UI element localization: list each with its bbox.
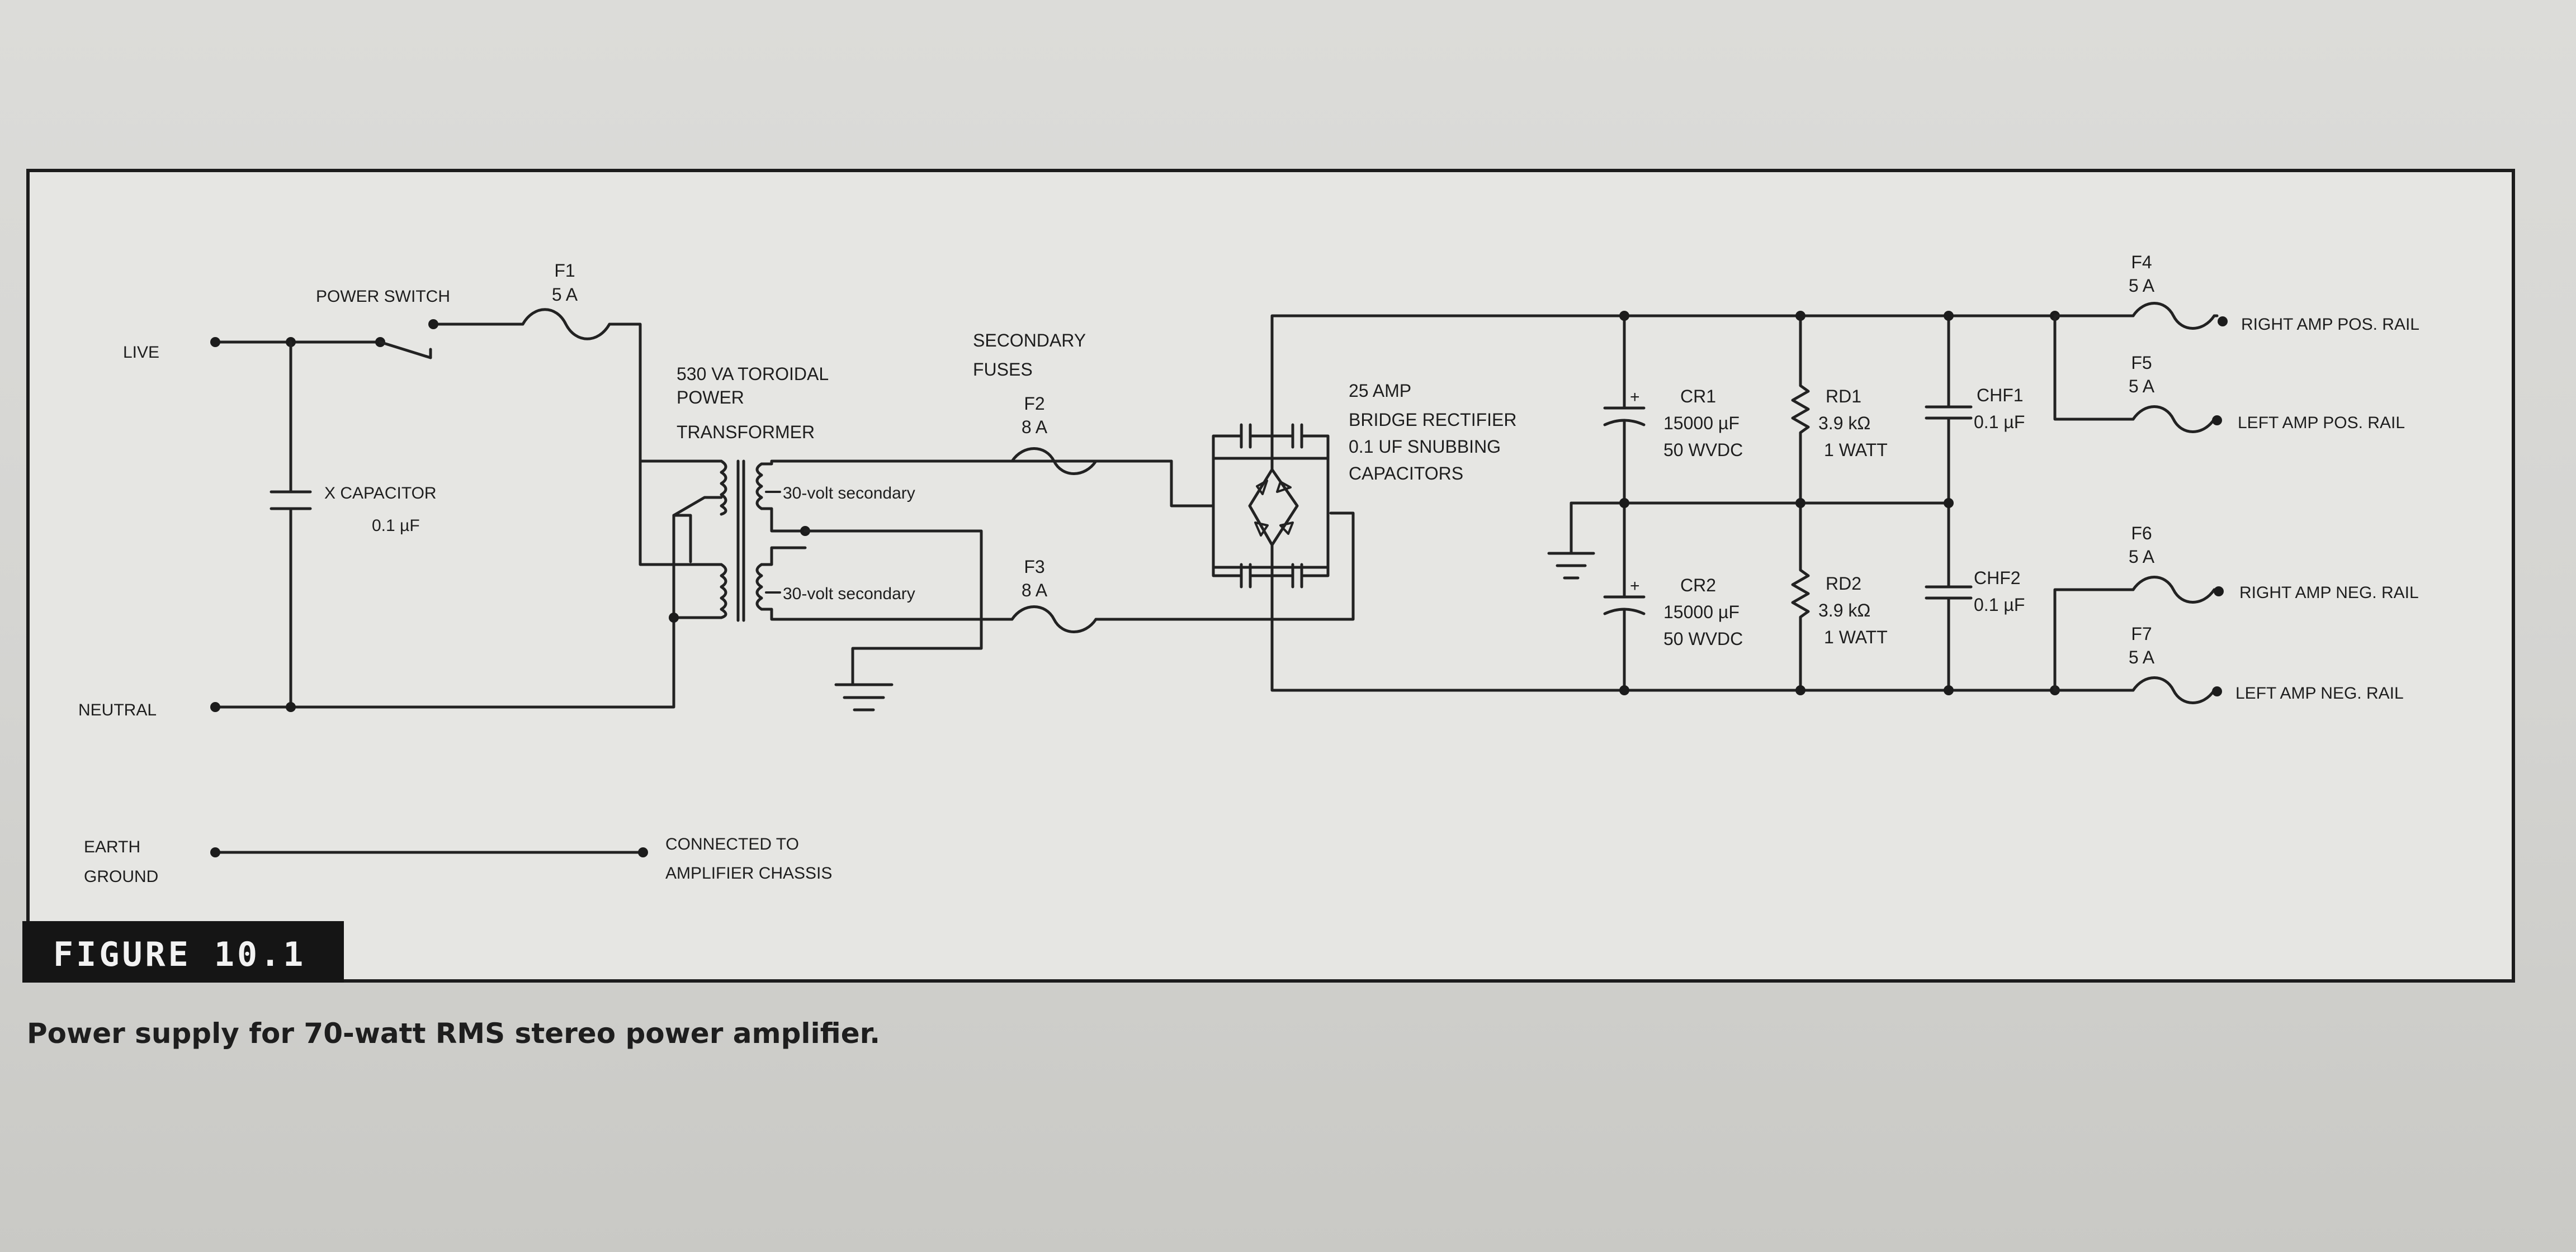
figure-label: FIGURE 10.1 bbox=[53, 935, 306, 974]
rd1-value: 3.9 kΩ bbox=[1818, 413, 1870, 433]
transformer-secondary: 30-volt secondary 30-volt secondary bbox=[755, 459, 1173, 686]
earth-note-1: CONNECTED TO bbox=[665, 835, 799, 853]
earth-label-1: EARTH bbox=[84, 838, 140, 856]
chf1-value: 0.1 µF bbox=[1974, 412, 2025, 432]
cr1-value: 15000 µF bbox=[1663, 413, 1740, 433]
fuse-f4: F4 5 A RIGHT AMP POS. RAIL bbox=[2053, 252, 2419, 334]
ground-symbol-secondary bbox=[834, 683, 894, 712]
fuse-f3: F3 8 A bbox=[1010, 557, 1098, 633]
fuse-f4-name: F4 bbox=[2131, 252, 2152, 272]
earth-ground: EARTH GROUND CONNECTED TO AMPLIFIER CHAS… bbox=[84, 835, 832, 886]
rail-right-neg-label: RIGHT AMP NEG. RAIL bbox=[2239, 584, 2419, 602]
fuse-f2-rating: 8 A bbox=[1022, 417, 1048, 437]
figure-label-box bbox=[22, 921, 344, 983]
chf1-name: CHF1 bbox=[1977, 385, 2024, 405]
cr1-name: CR1 bbox=[1680, 386, 1716, 406]
cr1-rating: 50 WVDC bbox=[1663, 440, 1743, 460]
fuse-f1: F1 5 A bbox=[521, 260, 611, 340]
output-rails: F4 5 A RIGHT AMP POS. RAIL F5 5 A LEFT A… bbox=[2053, 252, 2419, 704]
capacitor-chf1: CHF1 0.1 µF bbox=[1925, 314, 2025, 505]
fuse-f3-rating: 8 A bbox=[1022, 580, 1048, 600]
svg-text:+: + bbox=[1630, 388, 1640, 406]
rd2-value: 3.9 kΩ bbox=[1818, 600, 1870, 620]
power-switch-label: POWER SWITCH bbox=[316, 287, 450, 306]
fuse-f4-rating: 5 A bbox=[2129, 276, 2155, 296]
resistor-rd2: RD2 3.9 kΩ 1 WATT bbox=[1791, 501, 1888, 692]
capacitor-cr2: + CR2 15000 µF 50 WVDC bbox=[1603, 501, 1743, 692]
fuse-f7-rating: 5 A bbox=[2129, 647, 2155, 667]
fuse-f1-rating: 5 A bbox=[552, 284, 578, 305]
resistor-rd1: RD1 3.9 kΩ 1 WATT bbox=[1791, 314, 1888, 505]
transformer-primary bbox=[639, 459, 727, 623]
x-capacitor: X CAPACITOR 0.1 µF bbox=[270, 340, 437, 709]
rail-left-neg-label: LEFT AMP NEG. RAIL bbox=[2235, 684, 2404, 703]
fuse-f2: F2 8 A bbox=[1010, 393, 1098, 475]
capacitor-cr1: + CR1 15000 µF 50 WVDC bbox=[1603, 314, 1743, 505]
fuse-f6-rating: 5 A bbox=[2129, 547, 2155, 567]
chf2-name: CHF2 bbox=[1974, 568, 2021, 588]
fuse-f6: F6 5 A RIGHT AMP NEG. RAIL bbox=[2053, 523, 2419, 692]
filter-section: + CR1 15000 µF 50 WVDC + CR2 15000 µF 50… bbox=[1547, 311, 2060, 695]
cr2-name: CR2 bbox=[1680, 575, 1716, 595]
power-switch: POWER SWITCH bbox=[316, 287, 524, 359]
secondary2-label: 30-volt secondary bbox=[783, 585, 915, 603]
rectifier-label-2: BRIDGE RECTIFIER bbox=[1349, 410, 1516, 430]
fuse-f1-name: F1 bbox=[554, 260, 575, 281]
primary-side: LIVE NEUTRAL POWER SWITCH F1 5 A X bbox=[78, 260, 1355, 719]
fuse-f7-name: F7 bbox=[2131, 624, 2152, 644]
fuse-f3-name: F3 bbox=[1024, 557, 1044, 577]
x-capacitor-value: 0.1 µF bbox=[372, 516, 420, 535]
rd1-name: RD1 bbox=[1826, 386, 1861, 406]
cr2-value: 15000 µF bbox=[1663, 602, 1740, 622]
fuse-f5-name: F5 bbox=[2131, 353, 2152, 373]
fuse-f5-rating: 5 A bbox=[2129, 376, 2155, 396]
rectifier-label-1: 25 AMP bbox=[1349, 381, 1411, 401]
capacitor-chf2: CHF2 0.1 µF bbox=[1925, 501, 2025, 692]
fuse-f6-name: F6 bbox=[2131, 523, 2152, 543]
rd1-rating: 1 WATT bbox=[1824, 440, 1888, 460]
earth-note-2: AMPLIFIER CHASSIS bbox=[665, 864, 832, 883]
transformer-label-1: 530 VA TOROIDAL bbox=[677, 364, 829, 384]
fuse-f7: F7 5 A LEFT AMP NEG. RAIL bbox=[2053, 624, 2404, 704]
secondary-fuses-heading-1: SECONDARY bbox=[973, 330, 1086, 350]
cr2-rating: 50 WVDC bbox=[1663, 629, 1743, 649]
figure-caption: Power supply for 70-watt RMS stereo powe… bbox=[27, 1017, 880, 1050]
rectifier-label-3: 0.1 UF SNUBBING bbox=[1349, 437, 1501, 457]
rail-right-pos-label: RIGHT AMP POS. RAIL bbox=[2241, 315, 2419, 334]
transformer-label-3: TRANSFORMER bbox=[677, 422, 815, 442]
chf2-value: 0.1 µF bbox=[1974, 595, 2025, 615]
x-capacitor-name: X CAPACITOR bbox=[324, 484, 437, 502]
fuse-f5: F5 5 A LEFT AMP POS. RAIL bbox=[2053, 314, 2405, 433]
rail-left-pos-label: LEFT AMP POS. RAIL bbox=[2238, 414, 2405, 432]
live-label: LIVE bbox=[123, 343, 159, 362]
secondary-fuses-heading-2: FUSES bbox=[973, 359, 1033, 380]
svg-text:+: + bbox=[1630, 577, 1640, 595]
transformer-label-2: POWER bbox=[677, 387, 744, 407]
secondary1-label: 30-volt secondary bbox=[783, 484, 915, 502]
earth-label-2: GROUND bbox=[84, 867, 158, 886]
neutral-label: NEUTRAL bbox=[78, 701, 157, 719]
rd2-rating: 1 WATT bbox=[1824, 627, 1888, 647]
rectifier-label-4: CAPACITORS bbox=[1349, 463, 1463, 483]
fuse-f2-name: F2 bbox=[1024, 393, 1044, 414]
rd2-name: RD2 bbox=[1826, 573, 1861, 594]
